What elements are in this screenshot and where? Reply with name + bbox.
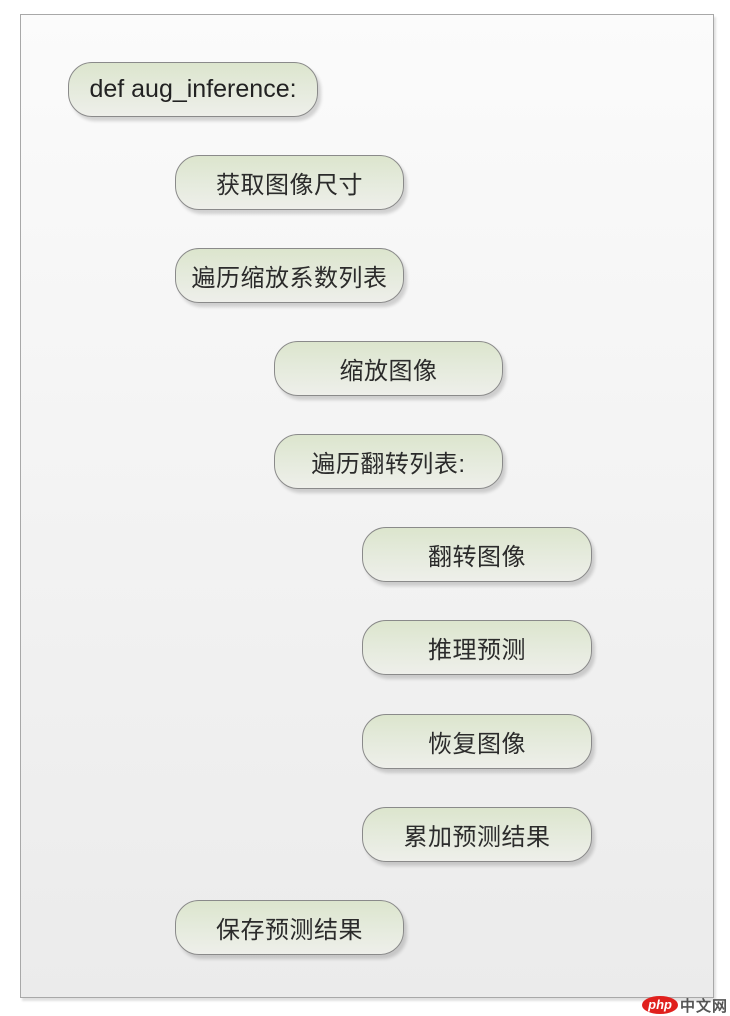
- node-label: 翻转图像: [428, 544, 526, 571]
- watermark-text: 中文网: [679, 997, 728, 1015]
- node-label: 恢复图像: [428, 731, 526, 758]
- node-label: 遍历翻转列表:: [311, 451, 466, 478]
- node-restore-image: 恢复图像: [362, 714, 592, 769]
- node-label: def aug_inference:: [89, 75, 297, 103]
- node-save-results: 保存预测结果: [175, 900, 404, 955]
- node-label: 缩放图像: [339, 358, 438, 385]
- node-loop-scale-factors: 遍历缩放系数列表: [175, 248, 404, 303]
- node-scale-image: 缩放图像: [274, 341, 503, 396]
- node-label: 遍历缩放系数列表: [191, 265, 388, 292]
- node-label: 获取图像尺寸: [216, 172, 363, 199]
- node-accumulate-results: 累加预测结果: [362, 807, 592, 862]
- node-label: 保存预测结果: [216, 917, 363, 944]
- node-function-def: def aug_inference:: [68, 62, 318, 117]
- node-label: 累加预测结果: [403, 824, 551, 851]
- node-get-image-size: 获取图像尺寸: [175, 155, 404, 210]
- node-label: 推理预测: [428, 637, 526, 664]
- watermark: php 中文网: [642, 994, 728, 1016]
- node-inference: 推理预测: [362, 620, 592, 675]
- node-loop-flips: 遍历翻转列表:: [274, 434, 503, 489]
- watermark-logo: php: [642, 996, 678, 1014]
- node-flip-image: 翻转图像: [362, 527, 592, 582]
